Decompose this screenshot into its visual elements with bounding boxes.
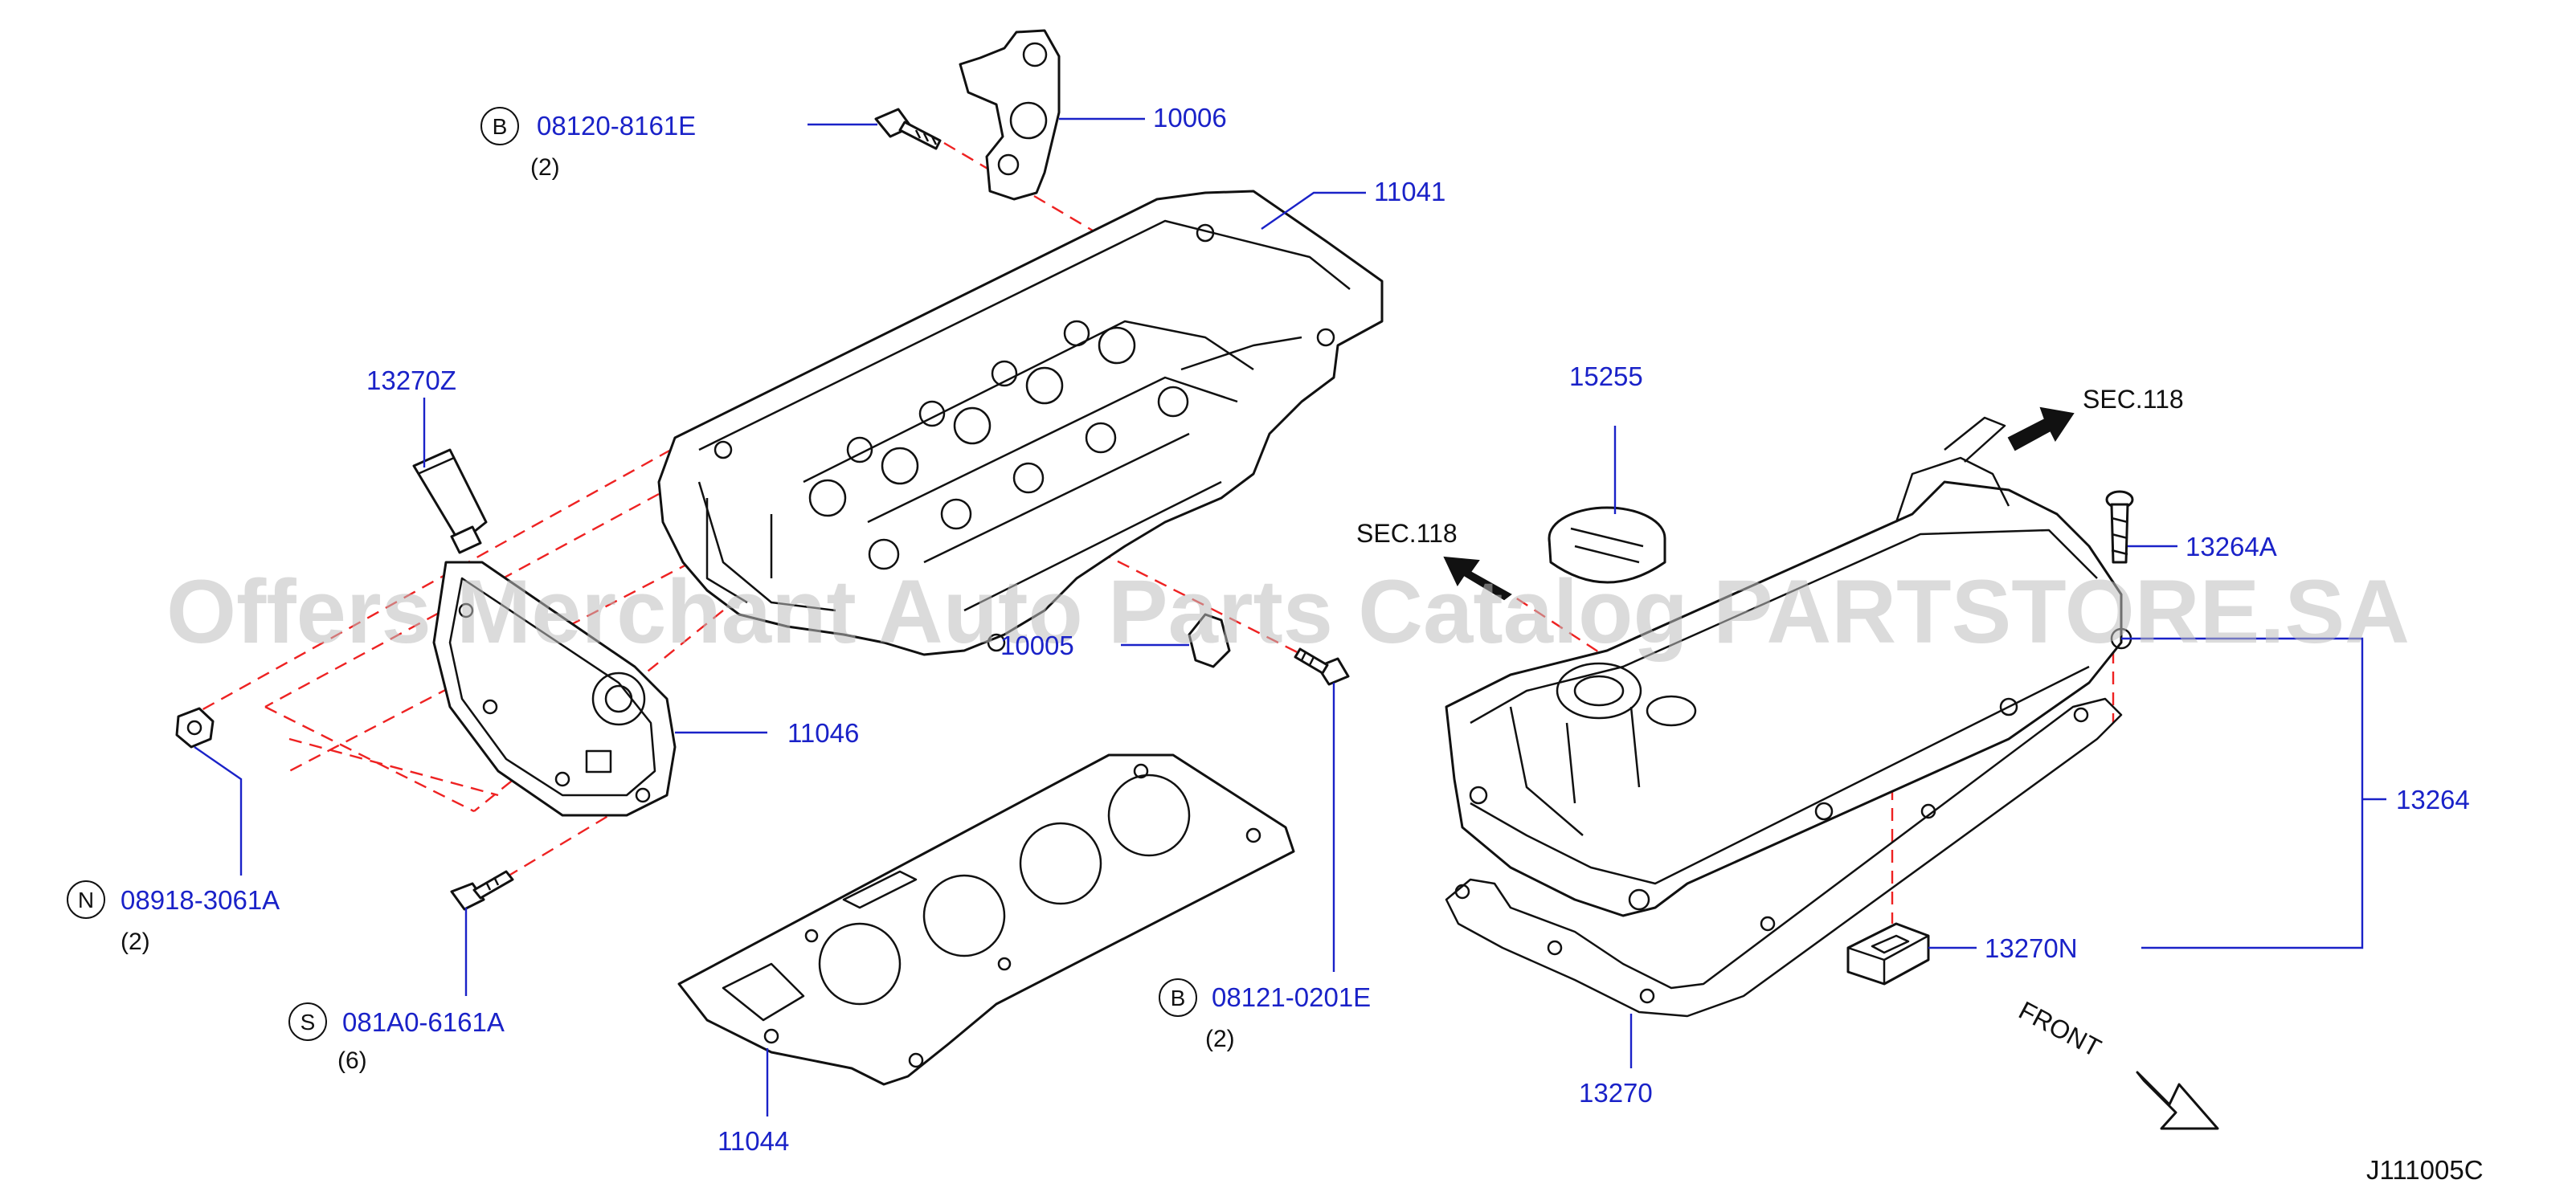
symbol-n: N	[67, 880, 105, 919]
qty-08121-0201E: (2)	[1205, 1026, 1235, 1052]
head-gasket-11044[interactable]	[677, 753, 1295, 1086]
label-13270N[interactable]: 13270N	[1985, 933, 2078, 963]
bolt-081A0-6161A[interactable]	[450, 870, 514, 911]
label-08918-3061A[interactable]: 08918-3061A	[121, 885, 280, 915]
sec-arrow-left[interactable]	[1443, 556, 1512, 601]
bolt-08121-0201E[interactable]	[1294, 647, 1350, 686]
label-sec-118-right[interactable]: SEC.118	[2083, 385, 2184, 414]
label-10005[interactable]: 10005	[1000, 631, 1074, 660]
sealant-tube-13270Z[interactable]	[412, 448, 488, 554]
leader-lines	[194, 117, 2386, 1116]
sec-arrow-right[interactable]	[2007, 406, 2075, 451]
nut-08918-3061A[interactable]	[175, 707, 215, 749]
label-13270[interactable]: 13270	[1579, 1078, 1653, 1108]
label-08120-8161E[interactable]: 08120-8161E	[537, 111, 696, 141]
grommet-13270N[interactable]	[1846, 922, 1930, 986]
svg-text:S: S	[301, 1010, 316, 1035]
label-15255[interactable]: 15255	[1569, 361, 1643, 391]
qty-08918-3061A: (2)	[121, 929, 150, 955]
valve-cover-gasket-13270[interactable]	[1445, 697, 2123, 1018]
svg-text:N: N	[78, 888, 94, 912]
qty-08120-8161E: (2)	[530, 154, 560, 181]
valve-cover-13264[interactable]	[1445, 416, 2132, 917]
label-11046[interactable]: 11046	[787, 718, 859, 748]
symbol-s: S	[288, 1002, 327, 1041]
qty-081A0-6161A: (6)	[337, 1047, 367, 1074]
watermark: Offers Merchant Auto Parts Catalog PARTS…	[166, 561, 2410, 662]
bracket-10006[interactable]	[959, 29, 1061, 201]
bolt-08120-8161E[interactable]	[874, 108, 942, 150]
label-10006[interactable]: 10006	[1153, 103, 1227, 133]
label-sec-118-left[interactable]: SEC.118	[1356, 519, 1458, 548]
symbol-b-upper: B	[480, 107, 519, 145]
svg-text:B: B	[1171, 986, 1186, 1010]
label-11044[interactable]: 11044	[718, 1126, 789, 1156]
label-081A0-6161A[interactable]: 081A0-6161A	[342, 1007, 505, 1037]
label-front: FRONT	[2014, 995, 2106, 1063]
bolt-13264A[interactable]	[2105, 490, 2134, 564]
dowel-10005[interactable]	[1188, 613, 1231, 668]
label-13264[interactable]: 13264	[2396, 785, 2470, 814]
diagram-code: J111005C	[2366, 1155, 2484, 1185]
symbol-b-lower: B	[1159, 978, 1197, 1017]
oil-filler-cap-15255[interactable]	[1548, 506, 1666, 584]
label-13264A[interactable]: 13264A	[2186, 532, 2277, 561]
cylinder-head-11041[interactable]	[657, 190, 1384, 656]
label-11041[interactable]: 11041	[1374, 177, 1445, 206]
label-13270Z[interactable]: 13270Z	[366, 365, 456, 395]
front-cover-11046[interactable]	[432, 561, 677, 817]
svg-text:B: B	[493, 114, 508, 139]
front-arrow-icon	[2136, 1071, 2219, 1130]
label-08121-0201E[interactable]: 08121-0201E	[1212, 982, 1371, 1012]
